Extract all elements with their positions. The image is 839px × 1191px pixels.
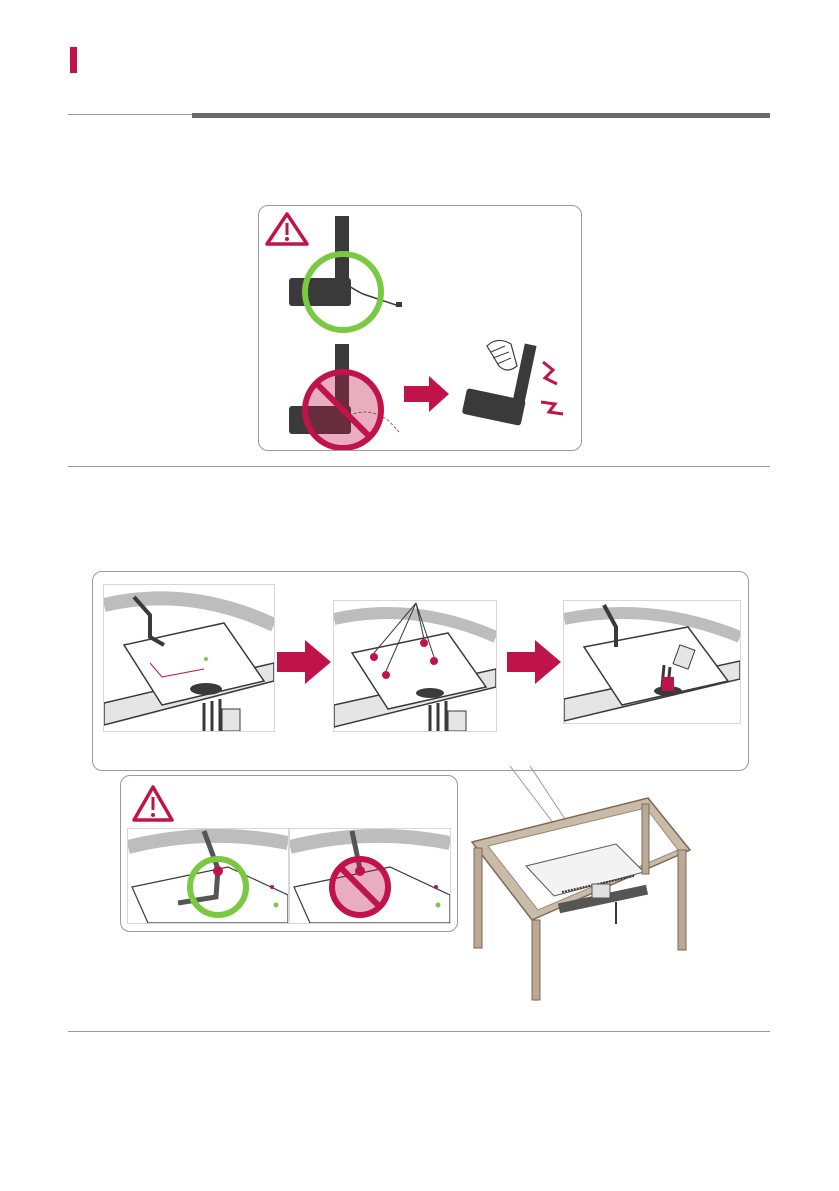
incorrect-routing-frame: [289, 828, 451, 924]
step-2-illustration: [334, 601, 496, 731]
step-3-frame: [563, 600, 741, 724]
routing-warning-panel: [120, 775, 458, 932]
section-divider: [68, 466, 770, 467]
table-overview-illustration: [466, 790, 696, 1004]
cable-warning-illustration: [259, 206, 581, 450]
arrow-right-icon: [277, 640, 331, 684]
section-divider-bottom: [68, 1031, 770, 1032]
warning-icon: [131, 784, 175, 824]
step-2-frame: [333, 600, 497, 732]
cable-warning-panel: [258, 205, 582, 451]
arrow-right-icon: [404, 376, 449, 412]
step-3-illustration: [564, 601, 740, 723]
step-1-frame: [103, 584, 275, 732]
section-marker: [70, 47, 77, 73]
incorrect-routing-illustration: [290, 829, 450, 923]
impact-icon: [541, 362, 563, 414]
tipping-device: [462, 340, 537, 425]
correct-routing-frame: [127, 828, 289, 924]
warning-icon: [267, 214, 307, 244]
arrow-right-icon: [507, 640, 561, 684]
header-rule-thin: [68, 114, 192, 115]
prohibited-icon: [305, 372, 381, 448]
correct-routing-illustration: [128, 829, 288, 923]
header-rule-thick: [192, 113, 770, 118]
prohibited-icon: [332, 859, 388, 915]
step-1-illustration: [104, 585, 274, 731]
install-steps-panel: [92, 571, 749, 771]
